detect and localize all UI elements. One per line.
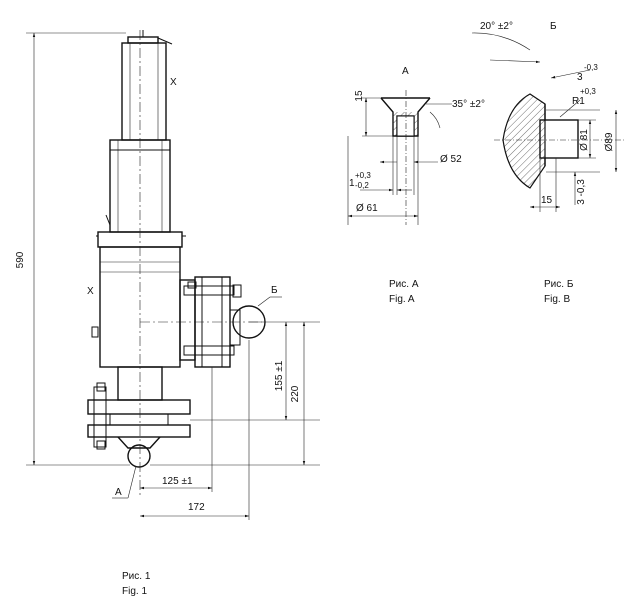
fig1-dimensions: 590 155 ±1 220 125 ±1 172 A Б: [15, 32, 320, 520]
detail-b-caption-en: Fig. B: [544, 294, 570, 305]
detail-b-radius: R1: [572, 96, 585, 107]
detail-a-caption-en: Fig. A: [389, 294, 415, 305]
lock-mark-upper: Х: [170, 77, 177, 88]
dim-220: 220: [290, 385, 301, 402]
detail-b: Б 20° ±2° 3 -0,3 R1 +0,3 Ø 81 Ø89 15 3 -…: [471, 21, 625, 212]
detail-a-title: A: [402, 66, 409, 77]
detail-b-angle: 20° ±2°: [480, 21, 513, 32]
detail-b-dim-3-top: 3: [577, 72, 583, 83]
detail-a-tol-minus: -0,2: [355, 181, 369, 190]
detail-b-tol-r: +0,3: [580, 87, 596, 96]
fig1-caption-en: Fig. 1: [122, 586, 147, 597]
dim-125: 125 ±1: [162, 476, 193, 487]
detail-b-dia-89: Ø89: [604, 132, 615, 151]
lower-flange-bottom: [87, 424, 191, 438]
detail-a-tol-base: 1: [349, 178, 355, 189]
detail-b-caption-ru: Рис. Б: [544, 279, 574, 290]
inlet-nozzle: [117, 436, 161, 449]
dim-172: 172: [188, 502, 205, 513]
lock-mark-body: Х: [87, 286, 94, 297]
detail-b-dim-15: 15: [541, 195, 553, 206]
valve-assembly: Х Х: [87, 30, 266, 495]
callout-b: Б: [271, 285, 278, 296]
outlet-neck: [179, 279, 196, 361]
dim-155: 155 ±1: [274, 360, 285, 391]
detail-a: A 15 35° ±2° Ø 52 +0,3 1 -0,2 Ø 61: [347, 66, 485, 225]
detail-b-bore: [539, 119, 579, 159]
callout-a: A: [115, 487, 122, 498]
detail-b-title: Б: [550, 21, 557, 32]
fig1-caption-ru: Рис. 1: [122, 571, 151, 582]
detail-b-section: [502, 93, 546, 189]
detail-a-dim-15: 15: [354, 90, 365, 102]
lower-flange-top: [87, 399, 191, 415]
detail-a-circle: [127, 444, 151, 468]
detail-a-dia-61: Ø 61: [356, 203, 378, 214]
detail-b-tol-top: -0,3: [584, 63, 598, 72]
detail-a-tol-plus: +0,3: [355, 171, 371, 180]
detail-b-dia-81: Ø 81: [579, 129, 590, 151]
detail-a-angle: 35° ±2°: [452, 99, 485, 110]
valve-cap: [127, 36, 159, 44]
detail-a-caption-ru: Рис. А: [389, 279, 419, 290]
dim-590: 590: [15, 251, 26, 268]
detail-b-dim-3-bot: 3 -0,3: [576, 179, 587, 205]
upper-cylinder: [121, 42, 167, 141]
detail-a-dia-52: Ø 52: [440, 154, 462, 165]
